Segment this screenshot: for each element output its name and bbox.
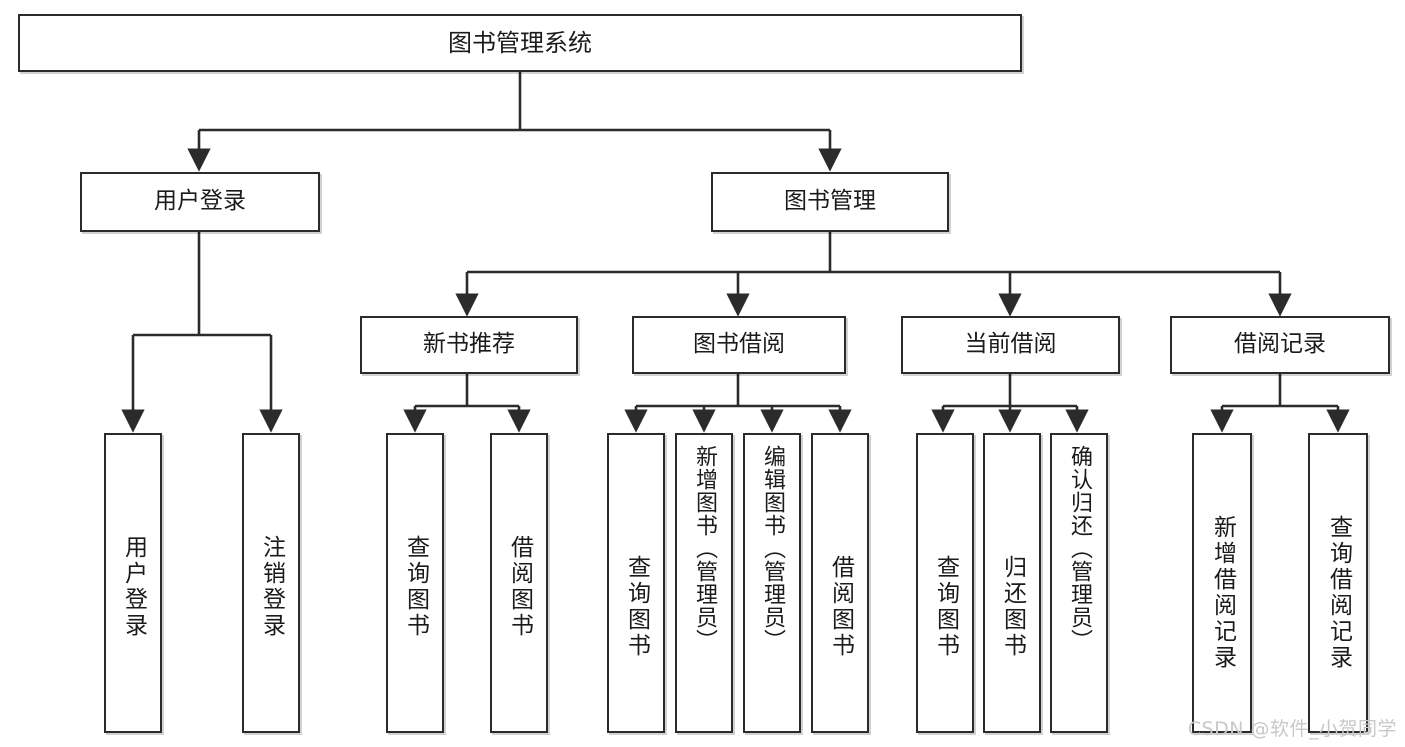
leaf-user-logout[interactable]: 注销登录 [242,433,300,733]
node-label: 查询图书 [932,555,959,659]
leaf-recommend-borrow-book[interactable]: 借阅图书 [490,433,548,733]
node-label: 图书管理系统 [448,28,592,57]
node-user-login[interactable]: 用户登录 [80,172,320,232]
node-label: 借阅记录 [1234,331,1326,358]
node-label: 图书管理 [784,188,876,215]
csdn-watermark: CSDN @软件_小贺同学 [1187,718,1397,740]
node-label: 图书借阅 [693,331,785,358]
node-label: 查询借阅记录 [1325,515,1352,671]
node-book-borrow[interactable]: 图书借阅 [632,316,846,374]
leaf-current-confirm-return-admin[interactable]: 确认归还（管理员） [1050,433,1108,733]
leaf-record-query-record[interactable]: 查询借阅记录 [1308,433,1368,733]
leaf-recommend-query-book[interactable]: 查询图书 [386,433,444,733]
node-label: 注销登录 [258,535,285,639]
leaf-borrow-add-book-admin[interactable]: 新增图书（管理员） [675,433,733,733]
node-current-borrow[interactable]: 当前借阅 [901,316,1120,374]
node-label: 查询图书 [402,535,429,639]
node-label: 借阅图书 [827,555,854,659]
leaf-borrow-query-book[interactable]: 查询图书 [607,433,665,733]
node-label: 借阅图书 [506,535,533,639]
leaf-borrow-edit-book-admin[interactable]: 编辑图书（管理员） [743,433,801,733]
node-label: 新增借阅记录 [1209,515,1236,671]
node-label: 用户登录 [120,535,147,639]
node-label: 新书推荐 [423,331,515,358]
node-label: 归还图书 [999,555,1026,659]
node-borrow-record[interactable]: 借阅记录 [1170,316,1390,374]
leaf-current-return-book[interactable]: 归还图书 [983,433,1041,733]
node-new-book-recommend[interactable]: 新书推荐 [360,316,578,374]
node-root-system[interactable]: 图书管理系统 [18,14,1022,72]
node-label: 新增图书（管理员） [692,445,717,652]
node-label: 编辑图书（管理员） [760,445,785,652]
node-label: 确认归还（管理员） [1067,445,1092,652]
leaf-user-login[interactable]: 用户登录 [104,433,162,733]
node-book-management[interactable]: 图书管理 [711,172,949,232]
leaf-record-add-record[interactable]: 新增借阅记录 [1192,433,1252,733]
node-label: 当前借阅 [964,331,1057,358]
leaf-current-query-book[interactable]: 查询图书 [916,433,974,733]
node-label: 用户登录 [154,188,246,215]
leaf-borrow-borrow-book[interactable]: 借阅图书 [811,433,869,733]
node-label: 查询图书 [623,555,650,659]
